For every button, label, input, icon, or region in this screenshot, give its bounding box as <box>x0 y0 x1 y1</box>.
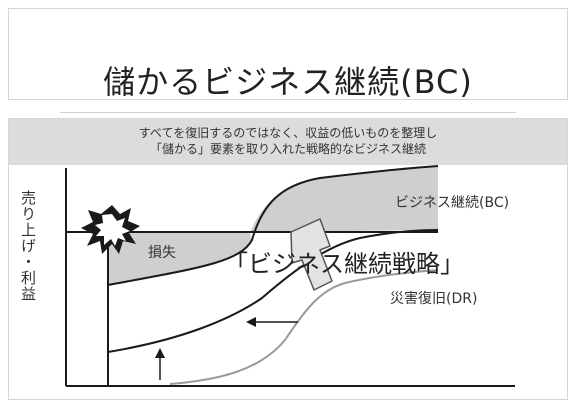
label-dr: 災害復旧(DR) <box>390 291 478 307</box>
bc-curve <box>107 165 439 286</box>
label-bc: ビジネス継続(BC) <box>395 195 510 211</box>
slide-title: 儲かるビジネス継続(BC) <box>103 63 473 101</box>
explosion-core <box>95 214 130 246</box>
bc-gain-region <box>250 166 438 232</box>
separator-line <box>60 112 516 113</box>
label-strategy: 「ビジネス継続戦略」 <box>224 250 464 278</box>
banner: すべてを復旧するのではなく、収益の低いものを整理し 「儲かる」要素を取り入れた戦… <box>9 119 567 165</box>
title-box: 儲かるビジネス継続(BC) <box>8 8 568 101</box>
banner-line-1: すべてを復旧するのではなく、収益の低いものを整理し <box>138 126 438 140</box>
label-loss: 損失 <box>148 245 176 261</box>
mid-curve <box>107 229 439 353</box>
dr-curve <box>169 269 439 385</box>
diagram-panel: すべてを復旧するのではなく、収益の低いものを整理し 「儲かる」要素を取り入れた戦… <box>8 118 568 400</box>
loss-region <box>108 232 252 285</box>
up-arrow-head <box>155 348 165 358</box>
strategy-arrow <box>290 218 333 291</box>
y-axis-label: 売り上げ・利益 <box>19 190 37 302</box>
banner-line-2: 「儲かる」要素を取り入れた戦略的なビジネス継続 <box>149 142 426 156</box>
left-arrow-head <box>246 317 256 327</box>
